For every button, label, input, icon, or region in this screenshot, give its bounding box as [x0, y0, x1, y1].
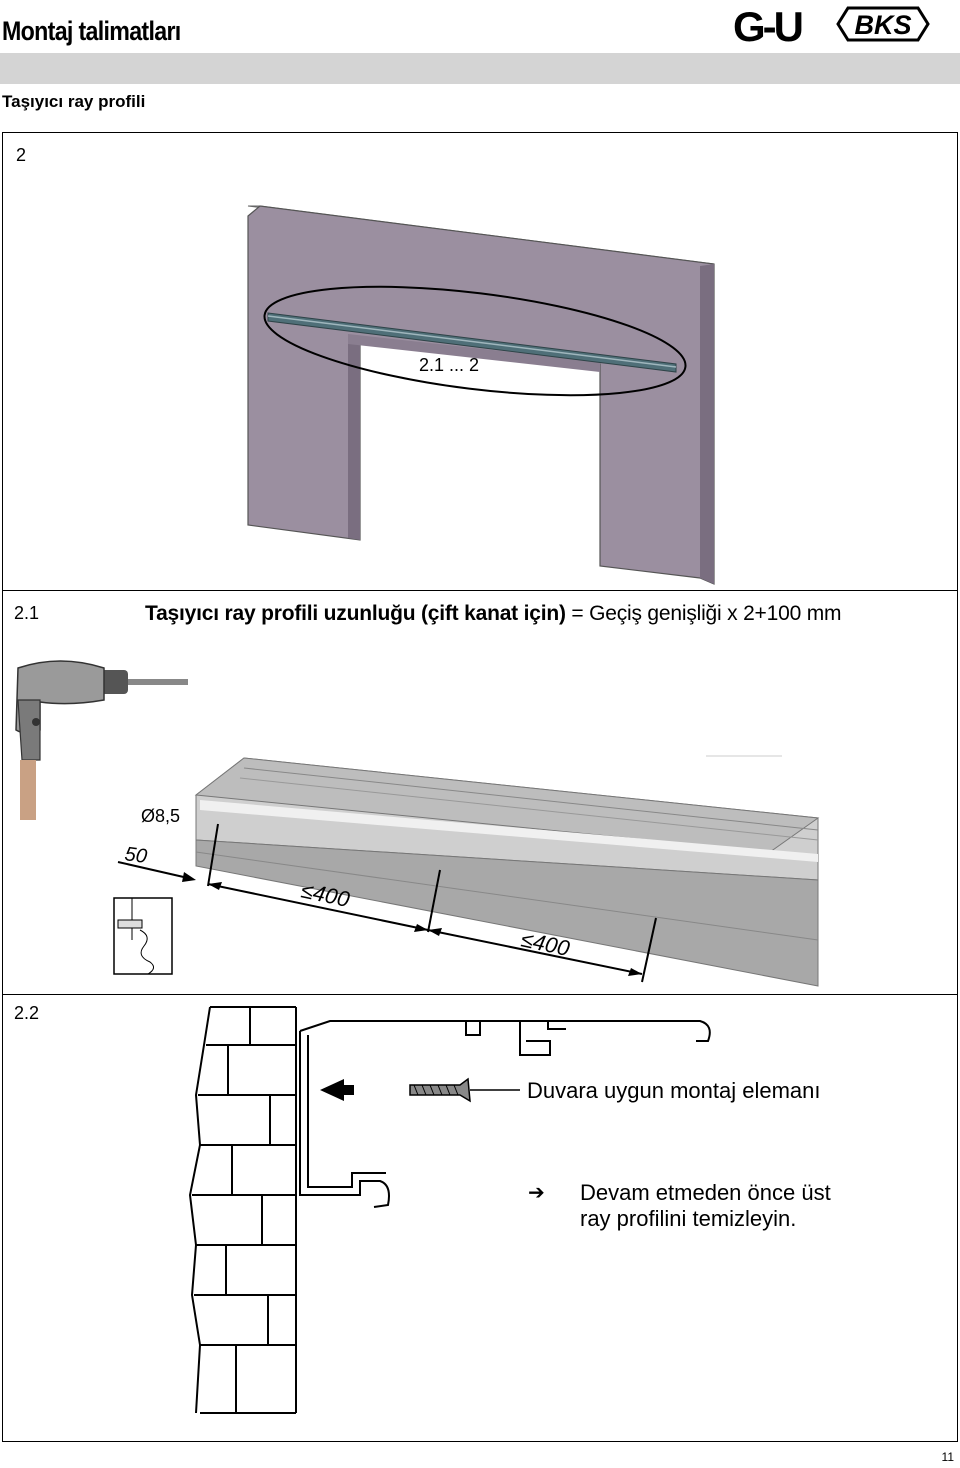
formula-normal: = Geçiş genişliği x 2+100 mm [565, 602, 842, 625]
highlight-ellipse [263, 285, 687, 397]
cleaning-note-line2: ray profilini temizleyin. [580, 1206, 797, 1231]
rail-profile [267, 312, 677, 373]
dimension-lines [117, 823, 657, 983]
dowel-inset-icon [113, 897, 173, 975]
callout-label: 2.1 ... 2 [419, 355, 479, 375]
wall-mounting-illustration [188, 1006, 711, 1414]
wall-opening-illustration: 2.1 ... 2 [247, 205, 715, 585]
drilling-illustration: Ø8,5 50 ≤400 ≤400 [15, 660, 820, 987]
step-number-22: 2.2 [14, 1003, 40, 1023]
divider-2-21 [2, 590, 958, 591]
step-number-2: 2 [16, 145, 27, 165]
drill-icon [15, 660, 188, 820]
mounting-element-label: Duvara uygun montaj elemanı [527, 1078, 821, 1103]
gu-logo-text: G-U [733, 3, 802, 50]
bks-logo: BKS [836, 6, 930, 42]
section-subheading: Taşıyıcı ray profili [2, 92, 146, 111]
edge-distance-label: 50 [123, 843, 148, 868]
document-title: Montaj talimatları [2, 16, 181, 46]
instruction-frame [2, 132, 958, 1442]
diameter-label: Ø8,5 [141, 806, 180, 826]
formula-bold: Taşıyıcı ray profili uzunluğu (çift kana… [145, 602, 566, 625]
rail-section-3d [194, 757, 820, 987]
gu-logo: G-U BKS [733, 3, 930, 50]
length-formula: Taşıyıcı ray profili uzunluğu (çift kana… [145, 602, 841, 626]
header-bar [0, 53, 960, 84]
arrow-icon: ➔ [528, 1182, 545, 1204]
divider-21-22 [2, 994, 958, 995]
bks-logo-text: BKS [854, 10, 911, 40]
cleaning-note-line1: Devam etmeden önce üst [580, 1180, 831, 1205]
screw-icon [320, 1077, 520, 1103]
step-number-21: 2.1 [14, 603, 40, 623]
page-number: 11 [941, 1450, 954, 1464]
rail-cross-section [299, 1020, 711, 1208]
brick-wall [188, 1006, 297, 1414]
